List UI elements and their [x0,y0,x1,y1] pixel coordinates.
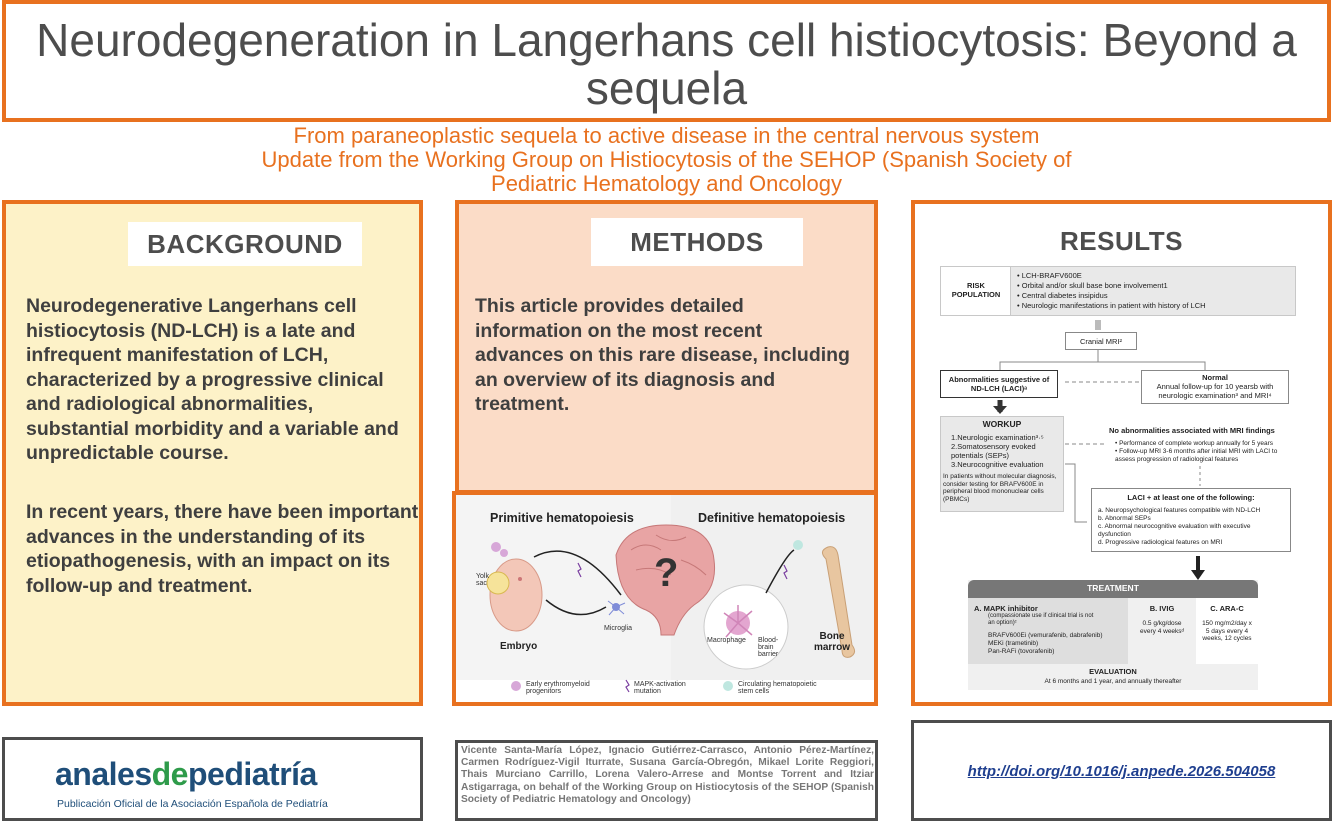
legend-progenitor-dot [511,681,521,691]
bone-marrow-label: Bone marrow [813,631,851,653]
treatment-header: TREATMENT [968,580,1258,598]
logo-part-1: anales [55,756,152,792]
treatment-title: TREATMENT [1087,583,1139,593]
embryo-shape [489,558,543,632]
no-abnormalities-item: • Performance of complete workup annuall… [1115,440,1274,447]
laci-box: LACI + at least one of the following: a.… [1091,488,1291,552]
risk-item: • Central diabetes insipidus [1017,291,1108,300]
doi-box: http://doi.org/10.1016/j.anpede.2026.504… [911,720,1332,821]
bbb-label: Blood-brain barrier [758,637,779,658]
mapk-column: A. MAPK inhibitor (compassionate use if … [968,598,1128,664]
subtitle-line-3: Pediatric Hematology and Oncology [491,171,842,196]
background-panel: BACKGROUND Neurodegenerative Langerhans … [2,200,423,706]
logo-part-2: de [151,756,189,792]
workup-item: 1.Neurologic examination³·⁵ [951,433,1044,442]
laci-item: a. Neuropsychological features compatibl… [1098,507,1261,514]
normal-text: Annual follow-up for 10 yearsb with neur… [1156,382,1274,400]
evaluation-title: EVALUATION [1089,667,1137,676]
macrophage-label: Macrophage [707,637,746,644]
logo-tagline: Publicación Oficial de la Asociación Esp… [57,798,328,810]
yolk-sac-label: Yolk sac [476,573,489,587]
mapk-item: Pan-RAFi (tovorafenib) [988,648,1055,655]
risk-population-label: RISK POPULATION [951,281,1001,299]
cranial-mri-label: Cranial MRI² [1079,337,1123,346]
legend-mutation: MAPK-activation mutation [634,681,686,695]
logo-part-3: pediatría [187,756,317,792]
bone-shape [822,546,856,658]
laci-item: c. Abnormal neurocognitive evaluation wi… [1098,523,1251,538]
arac-text: 150 mg/m2/day x 5 days every 4 weeks, 12… [1202,620,1252,642]
mapk-title: A. MAPK inhibitor [974,604,1038,613]
embryo-label: Embryo [500,641,538,652]
question-mark: ? [654,551,679,595]
legend-stem-cells: Circulating hematopoietic stem cells [738,681,817,695]
title-banner: Neurodegeneration in Langerhans cell his… [2,0,1331,122]
hematopoiesis-figure: Primitive hematopoiesis Definitive hemat… [452,491,878,706]
ivig-text: 0.5 g/kg/dose every 4 weeksᵈ [1140,620,1184,635]
workup-item: 3.Neurocognitive evaluation [951,460,1044,469]
brain-shape [615,524,716,636]
workup-title: WORKUP [982,419,1022,429]
journal-logo: analesdepediatría [55,756,317,793]
evaluation-text: At 6 months and 1 year, and annually the… [1044,678,1182,685]
journal-logo-box: analesdepediatría Publicación Oficial de… [2,737,423,821]
workup-note: In patients without molecular diagnosis,… [943,473,1057,503]
mapk-item: MEKi (trametinib) [988,640,1039,647]
background-heading: BACKGROUND [128,222,362,266]
methods-panel: METHODS This article provides detailed i… [455,200,878,494]
risk-population-box: RISK POPULATION • LCH-BRAFV600E • Orbita… [940,266,1296,316]
authors-box: Vicente Santa-María López, Ignacio Gutié… [455,740,878,821]
methods-heading: METHODS [591,218,803,266]
mutation-bolt [577,562,582,578]
legend-mutation-icon [625,679,630,693]
no-abnormalities-box: No abnormalities associated with MRI fin… [1109,424,1293,466]
arrow-primitive [533,550,622,596]
mapk-note: (compassionate use if clinical trial is … [988,613,1094,626]
risk-item: • Neurologic manifestations in patient w… [1017,301,1206,310]
results-heading: RESULTS [1060,226,1183,256]
abnormalities-label: Abnormalities suggestive of ND-LCH (LACI… [948,375,1050,393]
workup-box: WORKUP 1.Neurologic examination³·⁵ 2.Som… [940,416,1064,512]
abnormalities-box: Abnormalities suggestive of ND-LCH (LACI… [940,370,1058,398]
background-paragraph-2: In recent years, there have been importa… [26,501,419,597]
normal-box: Normal Annual follow-up for 10 yearsb wi… [1141,370,1289,404]
subtitle-line-2: Update from the Working Group on Histioc… [261,147,1072,172]
definitive-title: Definitive hematopoiesis [698,511,846,525]
mapk-item: BRAFV600Ei (vemurafenib, dabrafenib) [988,632,1103,639]
legend-stem-cell-dot [723,681,733,691]
treatment-box: TREATMENT A. MAPK inhibitor (compassiona… [968,580,1258,690]
doi-link[interactable]: http://doi.org/10.1016/j.anpede.2026.504… [967,763,1276,780]
ivig-column: B. IVIG 0.5 g/kg/dose every 4 weeksᵈ [1130,598,1194,664]
laci-item: b. Abnormal SEPs [1098,515,1151,522]
laci-title: LACI + at least one of the following: [1127,493,1255,502]
subtitle: From paraneoplastic sequela to active di… [60,124,1273,196]
legend-progenitor: Early erythromyeloid progenitors [526,681,590,695]
methods-paragraph: This article provides detailed informati… [475,295,850,415]
no-abnormalities-title: No abnormalities associated with MRI fin… [1109,426,1275,435]
microglia-label: Microglia [604,625,633,632]
flowchart-connectors [993,320,1206,580]
page-title: Neurodegeneration in Langerhans cell his… [36,14,1297,114]
background-paragraph-1: Neurodegenerative Langerhans cell histio… [26,295,399,464]
yolk-sac-shape [486,571,510,595]
workup-item: 2.Somatosensory evoked potentials (SEPs) [951,442,1036,460]
primitive-title: Primitive hematopoiesis [490,511,634,525]
arac-title: C. ARA-C [1210,604,1244,613]
results-panel: RESULTS RISK POPULATION • LCH-BRAFV600E … [911,200,1332,706]
subtitle-line-1: From paraneoplastic sequela to active di… [293,123,1040,148]
hematopoiesis-illustration [486,524,856,693]
risk-item: • Orbital and/or skull base bone involve… [1017,281,1168,290]
arac-column: C. ARA-C 150 mg/m2/day x 5 days every 4 … [1196,598,1258,664]
no-abnormalities-item: • Follow-up MRI 3-6 months after initial… [1115,448,1278,463]
risk-item: • LCH-BRAFV600E [1017,271,1082,280]
normal-title: Normal [1202,373,1228,382]
laci-item: d. Progressive radiological features on … [1098,539,1223,546]
ivig-title: B. IVIG [1149,604,1175,613]
authors-text: Vicente Santa-María López, Ignacio Gutié… [461,745,874,805]
cranial-mri-box: Cranial MRI² [1065,332,1137,350]
